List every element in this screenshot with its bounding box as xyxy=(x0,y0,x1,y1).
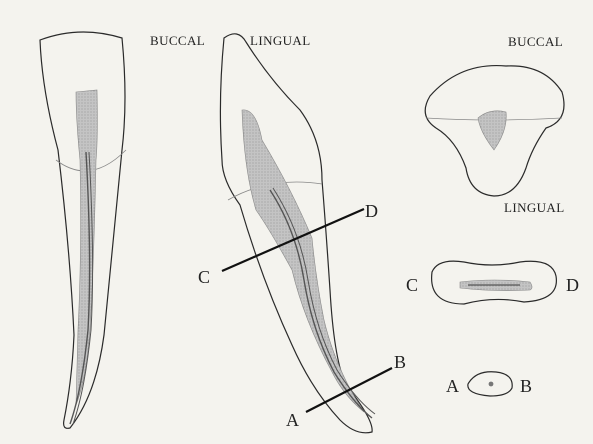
label-cross-d: D xyxy=(566,275,579,295)
label-lingual-right: LINGUAL xyxy=(504,200,565,215)
label-section-c: C xyxy=(198,267,210,287)
label-section-d: D xyxy=(365,201,378,221)
label-section-a: A xyxy=(286,410,299,430)
crown-cross-section xyxy=(425,66,564,196)
left-tooth-pulp xyxy=(76,90,97,405)
label-cross-b: B xyxy=(520,376,532,396)
cd-cross-section xyxy=(432,261,557,304)
label-cross-c: C xyxy=(406,275,418,295)
label-cross-a: A xyxy=(446,376,459,396)
label-buccal-left: BUCCAL xyxy=(150,33,205,48)
label-buccal-right: BUCCAL xyxy=(508,34,563,49)
ab-cross-section xyxy=(468,372,512,396)
left-tooth xyxy=(40,32,126,428)
label-lingual-top: LINGUAL xyxy=(250,33,311,48)
center-tooth xyxy=(220,34,375,433)
label-section-b: B xyxy=(394,352,406,372)
ab-section-canal xyxy=(489,382,494,387)
section-line-ab xyxy=(306,368,392,412)
crown-section-pulp xyxy=(478,111,506,150)
